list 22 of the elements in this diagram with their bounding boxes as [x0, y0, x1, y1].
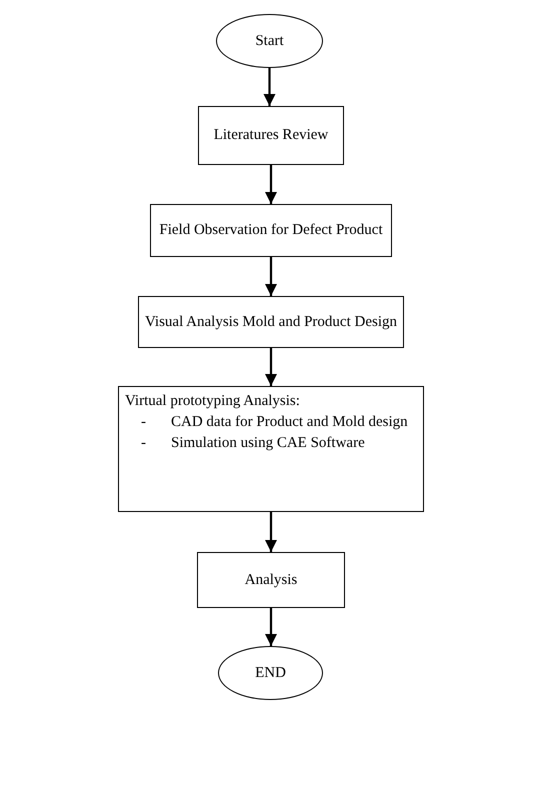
arrow: [265, 512, 277, 552]
step-label: Literatures Review: [214, 127, 328, 144]
step-label: Start: [255, 32, 284, 50]
process-box: [118, 386, 424, 512]
step-label: Field Observation for Defect Product: [159, 222, 383, 239]
process-box: [197, 552, 345, 608]
process-box: [150, 204, 392, 257]
arrow: [265, 165, 277, 204]
step-label: Analysis: [244, 572, 298, 588]
bullet-dash: -: [141, 435, 147, 452]
arrow: [265, 608, 277, 646]
arrow: [265, 348, 277, 386]
process-box: [138, 296, 404, 348]
step-heading: Virtual prototyping Analysis:: [125, 393, 300, 409]
arrow: [265, 257, 277, 296]
arrow: [264, 68, 276, 106]
process-box: [198, 106, 344, 165]
list-item: CAD data for Product and Mold design: [171, 414, 409, 431]
step-label: Visual Analysis Mold and Product Design: [144, 314, 397, 330]
list-item: Simulation using CAE Software: [171, 435, 366, 452]
bullet-dash: -: [141, 414, 147, 431]
step-label: END: [255, 664, 286, 682]
